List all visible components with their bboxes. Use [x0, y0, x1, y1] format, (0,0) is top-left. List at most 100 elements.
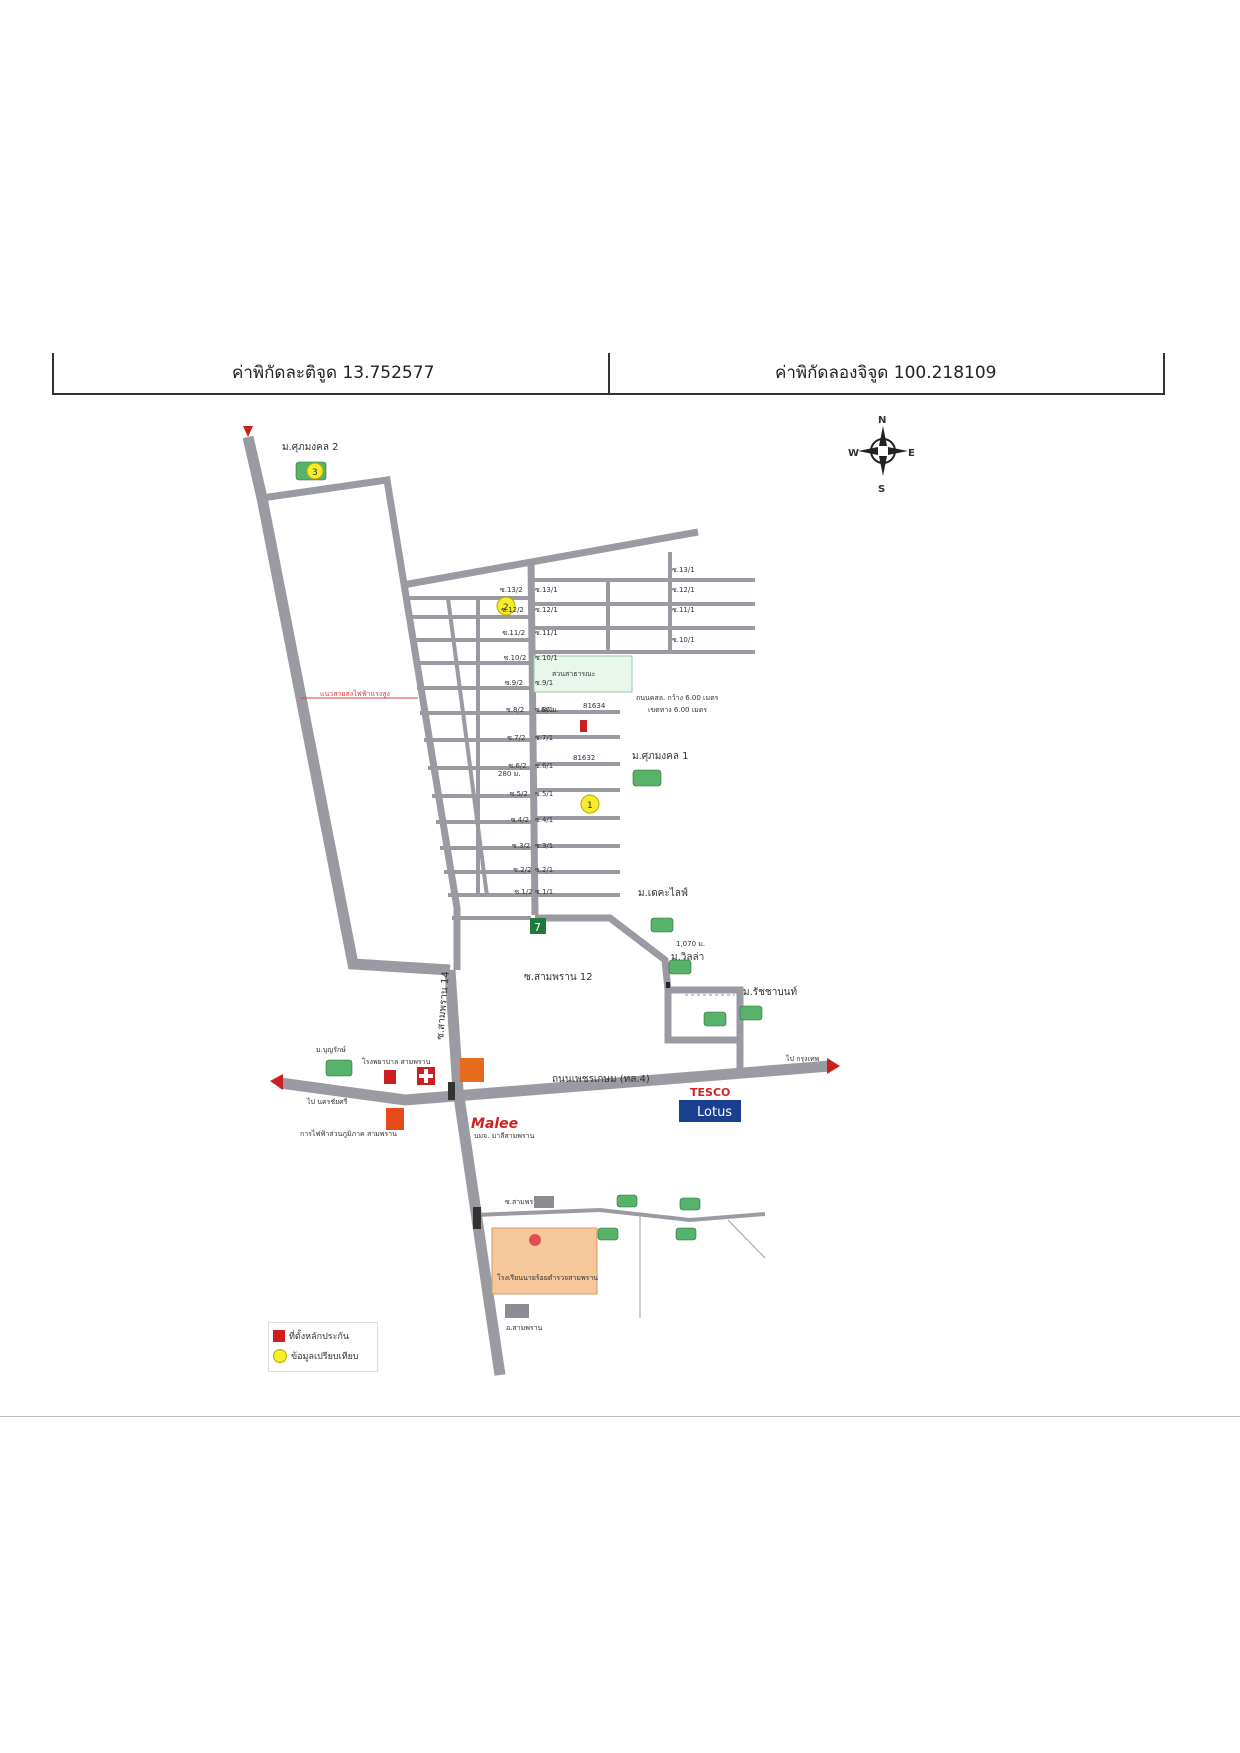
soi-label: ซ.10/1: [672, 636, 695, 644]
parcel-a-label: 81634: [583, 702, 606, 710]
compass-s: S: [878, 484, 885, 495]
district-office-icon: [505, 1304, 529, 1318]
soi-label: ซ.3/1: [535, 842, 553, 850]
hospital-label: โรงพยาบาล สามพราน: [362, 1057, 431, 1066]
page-divider: [0, 1416, 1240, 1417]
soi-label: ซ.8/2: [506, 706, 524, 714]
red-square-icon: [273, 1330, 285, 1342]
lotus-logo-box: [679, 1100, 741, 1122]
soi-labels-central: ซ.13/1 ซ.12/1 ซ.11/1 ซ.10/1 ซ.9/1 ซ.8/1 ซ.7/1 ซ…: [535, 586, 558, 896]
traffic-light-icon: [448, 1082, 455, 1100]
compass-w: W: [848, 448, 859, 459]
comparison-markers: 1 2 3: [306, 462, 600, 814]
soi-label: ซ.1/2: [514, 888, 532, 896]
house-icon: [597, 1227, 619, 1241]
soi-grid-east: [531, 578, 755, 897]
soi-label: ซ.11/1: [672, 606, 695, 614]
park-area: [533, 655, 633, 693]
soi-grid-west: [405, 596, 531, 920]
soi-label: ซ.12/1: [535, 606, 558, 614]
park-label: สวนสาธารณะ: [552, 670, 596, 678]
west-loop-road: [242, 426, 461, 976]
legend-comparison: ข้อมูลเปรียบเทียบ: [273, 1349, 359, 1363]
house-icon: [632, 769, 662, 787]
svg-text:3: 3: [312, 468, 318, 478]
compass-n: N: [878, 415, 886, 426]
lotus-logo: Lotus: [697, 1105, 732, 1120]
yellow-dot-icon: [273, 1349, 287, 1363]
tesco-logo: TESCO: [690, 1086, 730, 1099]
soi-label: ซ.7/1: [535, 734, 553, 742]
malee-logo: Malee: [471, 1116, 518, 1132]
parcel-b-label: 81632: [573, 754, 595, 762]
house-icon: [675, 1227, 697, 1241]
to-nakhon-chaisi-label: ไป นครชัยศรี: [306, 1097, 348, 1106]
soi-sampran-14-road: [444, 969, 506, 1376]
soi-label: ซ.10/1: [535, 654, 558, 662]
malee-sub-label: บมจ. มาลีสามพราน: [474, 1132, 535, 1140]
longitude-label: ค่าพิกัดลองจิจูด 100.218109: [775, 363, 997, 383]
house-icon: [679, 1197, 701, 1211]
soi-label: ซ.13/1: [535, 586, 558, 594]
soi-label: ซ.11/2: [502, 629, 525, 637]
mu-dekhalai-label: ม.เดคะไลฟ์: [638, 887, 688, 899]
building-icon: [534, 1196, 554, 1208]
legend-collateral: ที่ตั้งหลักประกัน: [273, 1329, 349, 1343]
southeast-road: [535, 914, 744, 1070]
soi-label: ซ.6/2: [508, 762, 526, 770]
clinic-icon: [384, 1070, 396, 1084]
svg-text:2: 2: [503, 603, 509, 613]
coordinate-bar-frame: [52, 353, 1165, 395]
east-arrow-icon: [827, 1058, 840, 1074]
soi-labels-west: ซ.13/2ซ.12/2ซ.11/2ซ.10/2ซ.9/2ซ.8/2ซ.7/2ซ…: [500, 586, 533, 896]
southeast-loop-road: [664, 990, 740, 1044]
mu-villa-label: ม.วิลล่า: [671, 952, 704, 963]
distance-280-label: 280 ม.: [498, 770, 520, 778]
soi-label: ซ.6/1: [535, 762, 553, 770]
traffic-light-icon-2: [473, 1207, 481, 1229]
soi-sampran-2-road: [474, 1207, 766, 1223]
mu-suphamongkhon-1-label: ม.ศุภมงคล 1: [632, 751, 689, 762]
north-diagonal-road: [402, 528, 699, 589]
north-arrow-icon: [243, 426, 253, 437]
comparison-marker-3: [306, 462, 324, 480]
soi-label: ซ.9/2: [505, 679, 523, 687]
soi-labels-east: ซ.13/1 ซ.12/1 ซ.11/1 ซ.10/1: [672, 566, 695, 644]
mu-suphamongkhon-2-label: ม.ศุภมงคล 2: [282, 442, 339, 453]
soi-label: ซ.12/1: [672, 586, 695, 594]
soi-label: ซ.8/1: [535, 706, 553, 714]
soi-label: ซ.12/2: [501, 606, 524, 614]
house-icon: [703, 1011, 727, 1027]
road-width-label: ถนนคสล. กว้าง 6.00 เมตร: [636, 694, 719, 702]
house-icon: [668, 959, 692, 975]
soi-label: ซ.2/1: [535, 866, 553, 874]
to-bangkok-label: ไป กรุงเทพ: [785, 1054, 820, 1063]
comparison-marker-2: [496, 596, 516, 616]
collateral-marker: [580, 720, 587, 732]
soi-label: ซ.2/2: [513, 866, 531, 874]
mu-boonruk-label: ม.บุญรักษ์: [316, 1046, 346, 1054]
distance-60-label: 60 ม.: [541, 706, 559, 714]
house-icons: [295, 461, 763, 1241]
soi-label: ซ.11/1: [535, 629, 558, 637]
high-voltage-label: แนวสายส่งไฟฟ้าแรงสูง: [320, 689, 390, 698]
distance-1070-label: 1,070 ม.: [676, 940, 705, 948]
soi-label: ซ.3/2: [512, 842, 530, 850]
gas-station-icon: [460, 1058, 484, 1082]
soi-label: ซ.7/2: [507, 734, 525, 742]
svg-text:7: 7: [534, 921, 541, 934]
soi-label: ซ.9/1: [535, 679, 553, 687]
soi-label: ซ.1/1: [535, 888, 553, 896]
house-icon: [325, 1059, 353, 1077]
phetkasem-road: [279, 1060, 831, 1106]
soi-label: ซ.13/2: [500, 586, 523, 594]
comparison-marker-1: [580, 794, 600, 814]
phetkasem-label: ถนนเพชรเกษม (ทล.4): [552, 1074, 650, 1085]
soi-sampran-2-label: ซ.สามพราน 2: [505, 1198, 549, 1206]
mu-ratchaphruek-label: ม.รัชชาบนท์: [743, 986, 797, 998]
soi-label: ซ.13/1: [672, 566, 695, 574]
coordinate-bar: ค่าพิกัดละติจูด 13.752577 ค่าพิกัดลองจิจ…: [52, 353, 1166, 395]
sampran-district-label: อ.สามพราน: [506, 1324, 543, 1332]
latitude-label: ค่าพิกัดละติจูด 13.752577: [232, 363, 435, 383]
